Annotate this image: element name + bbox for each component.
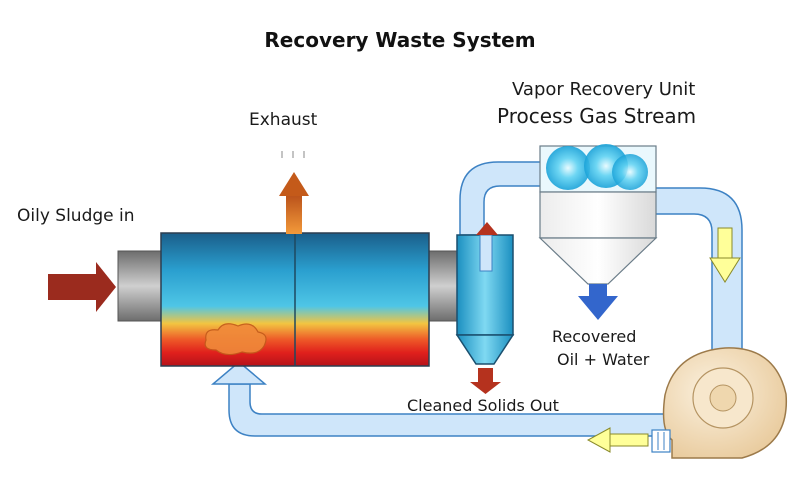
rotary-drum [160, 232, 430, 367]
return-flow-arrow [586, 427, 649, 453]
diagram-title: Recovery Waste System [264, 28, 536, 52]
vru-label: Vapor Recovery Unit [512, 79, 696, 100]
cyclone-up-arrow [476, 222, 498, 235]
return-arrow-head [210, 361, 268, 385]
oil-water-label: Oil + Water [557, 350, 650, 369]
recovered-out-arrow [578, 284, 618, 320]
recovered-label: Recovered [552, 327, 637, 346]
sludge-in-label: Oily Sludge in [17, 206, 135, 226]
sludge-inlet-arrow [48, 262, 116, 312]
sludge-blob [204, 323, 267, 356]
fan-inlet-arrow [709, 227, 741, 283]
vapor-pipe-in [459, 161, 546, 236]
process-gas-label: Process Gas Stream [497, 104, 697, 128]
vapor-recovery-unit [538, 144, 658, 285]
drum-inlet-stub [117, 250, 165, 322]
fan-outlet [651, 429, 671, 453]
exhaust-arrow [279, 151, 309, 234]
cleaned-solids-label: Cleaned Solids Out [407, 396, 559, 415]
exhaust-label: Exhaust [249, 110, 318, 130]
solids-out-arrow [470, 368, 501, 394]
cyclone-separator [455, 234, 515, 365]
drum-outlet-stub [426, 250, 460, 322]
fan-blower [662, 347, 788, 459]
